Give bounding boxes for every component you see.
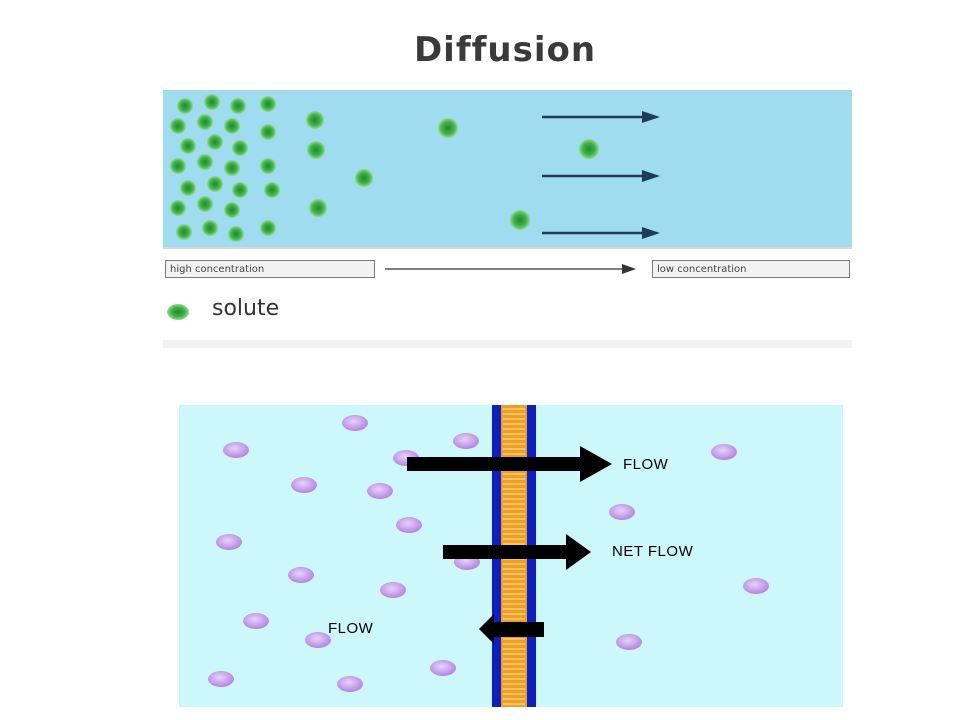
solute-cluster-high [170, 94, 280, 242]
flow-arrow-right [407, 446, 612, 482]
flow-arrow-left [479, 614, 544, 644]
solute-legend-label: solute [212, 296, 280, 321]
net-flow-label: NET FLOW [612, 543, 694, 560]
fluid-channel [163, 90, 852, 248]
solute-legend-swatch [167, 304, 189, 320]
solute-particles [208, 415, 769, 692]
diagram-title: Diffusion [413, 30, 597, 70]
flow-label-top: FLOW [623, 456, 669, 473]
flow-label-left: FLOW [328, 620, 374, 637]
solute-scattered [306, 111, 599, 230]
diffusion-arrows [542, 111, 660, 239]
low-concentration-label: low concentration [652, 260, 850, 278]
net-flow-arrow [443, 534, 591, 570]
high-concentration-label: high concentration [165, 260, 375, 278]
gradient-arrow [385, 264, 636, 274]
